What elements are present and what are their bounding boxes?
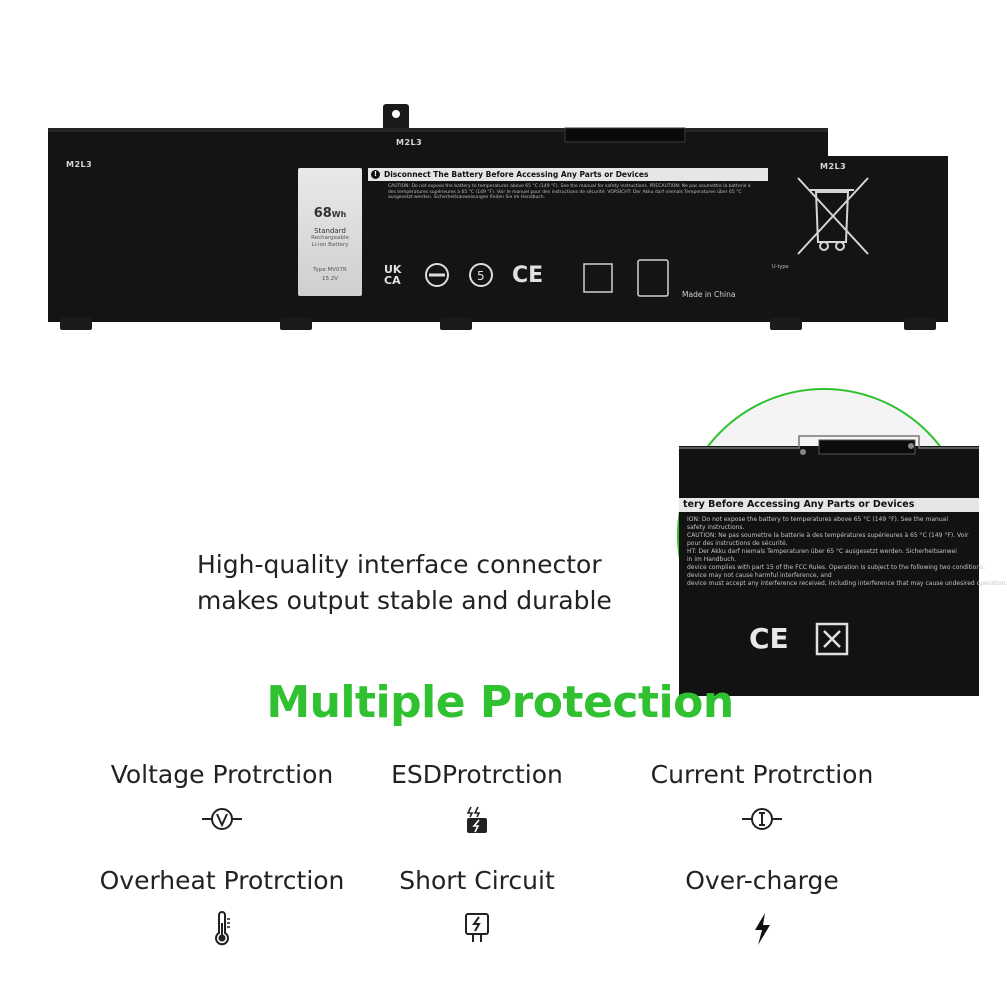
battery-kind-1: Rechargeable bbox=[311, 235, 349, 241]
warning-icon: ! bbox=[371, 170, 380, 179]
feature-label: Voltage Protrction bbox=[110, 760, 334, 789]
feature-short-circuit: Short Circuit bbox=[327, 866, 627, 945]
battery-type: Type MV07R bbox=[313, 267, 347, 273]
feature-voltage-protection: Voltage Protrction bbox=[72, 760, 372, 833]
feature-esd-protection: ESDProtrction bbox=[327, 760, 627, 835]
feature-label: ESDProtrction bbox=[391, 760, 563, 789]
battery-image: M2L3 M2L3 M2L3 68Wh Standard Rechargeabl… bbox=[48, 104, 948, 334]
made-in-text: Made in China bbox=[682, 290, 736, 299]
feature-label: Over-charge bbox=[685, 866, 839, 895]
connector-type-text: U-type bbox=[772, 264, 789, 270]
feature-over-charge: Over-charge bbox=[612, 866, 912, 947]
fine-print: CAUTION: Do not expose the battery to te… bbox=[388, 184, 751, 201]
warning-bar: ! Disconnect The Battery Before Accessin… bbox=[368, 168, 768, 181]
no-disassemble-icon bbox=[425, 263, 449, 287]
model-mark-left: M2L3 bbox=[66, 160, 93, 169]
ukca-mark: UK CA bbox=[384, 263, 402, 287]
feature-label: Short Circuit bbox=[399, 866, 555, 895]
svg-text:5: 5 bbox=[477, 269, 485, 283]
feature-label: Overheat Protrction bbox=[99, 866, 345, 895]
zoom-fine-line: pour des instructions de sécurité. bbox=[687, 540, 788, 547]
esd-icon bbox=[466, 806, 487, 833]
zoom-fine-line: in im Handbuch. bbox=[687, 556, 737, 563]
short-circuit-icon bbox=[465, 913, 489, 942]
ce-mark: CE bbox=[512, 262, 544, 288]
voltage-icon bbox=[202, 808, 242, 830]
battery-voltage: 15.2V bbox=[321, 276, 338, 282]
zoom-fine-print: ION: Do not expose the battery to temper… bbox=[687, 516, 1007, 588]
spec-label: 68Wh Standard Rechargeable Li-ion Batter… bbox=[298, 168, 362, 296]
zoom-ce-mark: CE bbox=[749, 622, 789, 655]
cert-marks: UK CA 5 CE bbox=[384, 262, 543, 288]
tagline-line-1: High-quality interface connector bbox=[197, 550, 602, 579]
multiple-protection-heading: Multiple Protection bbox=[266, 677, 734, 728]
lightning-icon bbox=[755, 913, 770, 945]
zoom-fine-line: device may not cause harmful interferenc… bbox=[687, 572, 832, 579]
zoom-fine-line: device complies with part 15 of the FCC … bbox=[687, 564, 986, 571]
zoom-fine-line: device must accept any interference rece… bbox=[687, 580, 1007, 587]
zoom-fine-line: CAUTION: Ne pas soumettre la batterie à … bbox=[687, 532, 969, 539]
zoom-fine-line: ION: Do not expose the battery to temper… bbox=[687, 516, 948, 523]
connector-zoom-circle: tery Before Accessing Any Parts or Devic… bbox=[677, 388, 1007, 696]
feature-current-protection: Current Protrction bbox=[612, 760, 912, 833]
zoom-warning-text: tery Before Accessing Any Parts or Devic… bbox=[679, 498, 979, 512]
zoom-cert-marks: CE bbox=[749, 622, 849, 656]
model-mark-right: M2L3 bbox=[820, 162, 847, 171]
capacity-value: 68 bbox=[313, 206, 332, 221]
battery-kind-2: Li-ion Battery bbox=[311, 242, 349, 248]
tagline-line-2: makes output stable and durable bbox=[197, 586, 612, 615]
warning-text: Disconnect The Battery Before Accessing … bbox=[384, 170, 649, 179]
thermometer-icon bbox=[215, 911, 230, 946]
zoom-connector-slot bbox=[679, 435, 979, 455]
standard-text: Standard bbox=[314, 227, 346, 235]
recycle-5-icon: 5 bbox=[469, 263, 493, 287]
capacity-unit: Wh bbox=[331, 210, 347, 219]
feature-overheat-protection: Overheat Protrction bbox=[72, 866, 372, 947]
zoom-recycle-box-icon bbox=[815, 622, 848, 656]
zoom-fine-line: HT: Der Akku darf niemals Temperaturen ü… bbox=[687, 548, 957, 555]
feature-label: Current Protrction bbox=[650, 760, 874, 789]
connector-tagline: High-quality interface connector makes o… bbox=[197, 547, 667, 619]
model-mark-center: M2L3 bbox=[396, 138, 423, 147]
zoom-fine-line: safety instructions. bbox=[687, 524, 745, 531]
current-icon bbox=[742, 808, 782, 830]
battery-body bbox=[48, 104, 948, 330]
